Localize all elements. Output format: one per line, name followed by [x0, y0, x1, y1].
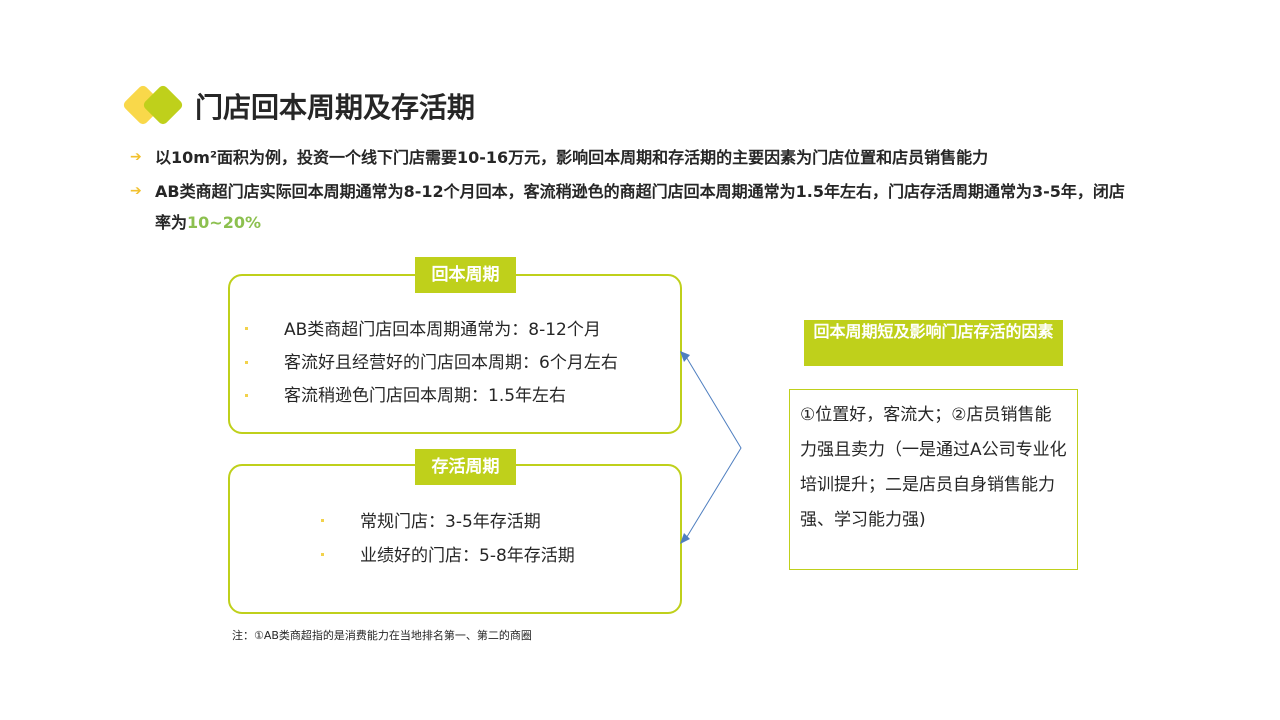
payback-item: 客流稍逊色门店回本周期：1.5年左右 [284, 386, 567, 406]
page-title: 门店回本周期及存活期 [195, 91, 476, 124]
bullet-dot-icon [245, 327, 248, 330]
closure-rate: 10~20% [187, 213, 261, 232]
bullet-dot-icon [245, 361, 248, 364]
arrow-icon: ➔ [130, 149, 142, 165]
survival-label: 存活周期 [415, 449, 516, 485]
bullet-2-text: AB类商超门店实际回本周期通常为8-12个月回本，客流稍逊色的商超门店回本周期通… [155, 182, 1125, 232]
survival-box [228, 464, 682, 614]
bullet-2: ➔ AB类商超门店实际回本周期通常为8-12个月回本，客流稍逊色的商超门店回本周… [130, 176, 1140, 238]
survival-item: 常规门店：3-5年存活期 [360, 512, 541, 532]
survival-item: 业绩好的门店：5-8年存活期 [360, 546, 575, 566]
payback-item: AB类商超门店回本周期通常为：8-12个月 [284, 320, 601, 340]
bullet-text: AB类商超门店实际回本周期通常为8-12个月回本，客流稍逊色的商超门店回本周期通… [130, 176, 1140, 238]
connector-arrows-icon [680, 351, 742, 544]
payback-label: 回本周期 [415, 257, 516, 293]
payback-item: 客流好且经营好的门店回本周期：6个月左右 [284, 353, 618, 373]
bullet-1: ➔ 以10m²面积为例，投资一个线下门店需要10-16万元，影响回本周期和存活期… [130, 142, 1140, 173]
footnote: 注：①AB类商超指的是消费能力在当地排名第一、第二的商圈 [232, 629, 532, 642]
bullet-text: 以10m²面积为例，投资一个线下门店需要10-16万元，影响回本周期和存活期的主… [155, 148, 989, 167]
bullet-dot-icon [321, 519, 324, 522]
bullet-dot-icon [321, 553, 324, 556]
diamond-logo-icon [123, 85, 183, 125]
arrow-icon: ➔ [130, 183, 142, 199]
factors-title: 回本周期短及影响门店存活的因素 [804, 320, 1063, 366]
bullet-dot-icon [245, 394, 248, 397]
factors-box: ①位置好，客流大；②店员销售能力强且卖力（一是通过A公司专业化培训提升；二是店员… [789, 389, 1078, 570]
payback-box [228, 274, 682, 434]
